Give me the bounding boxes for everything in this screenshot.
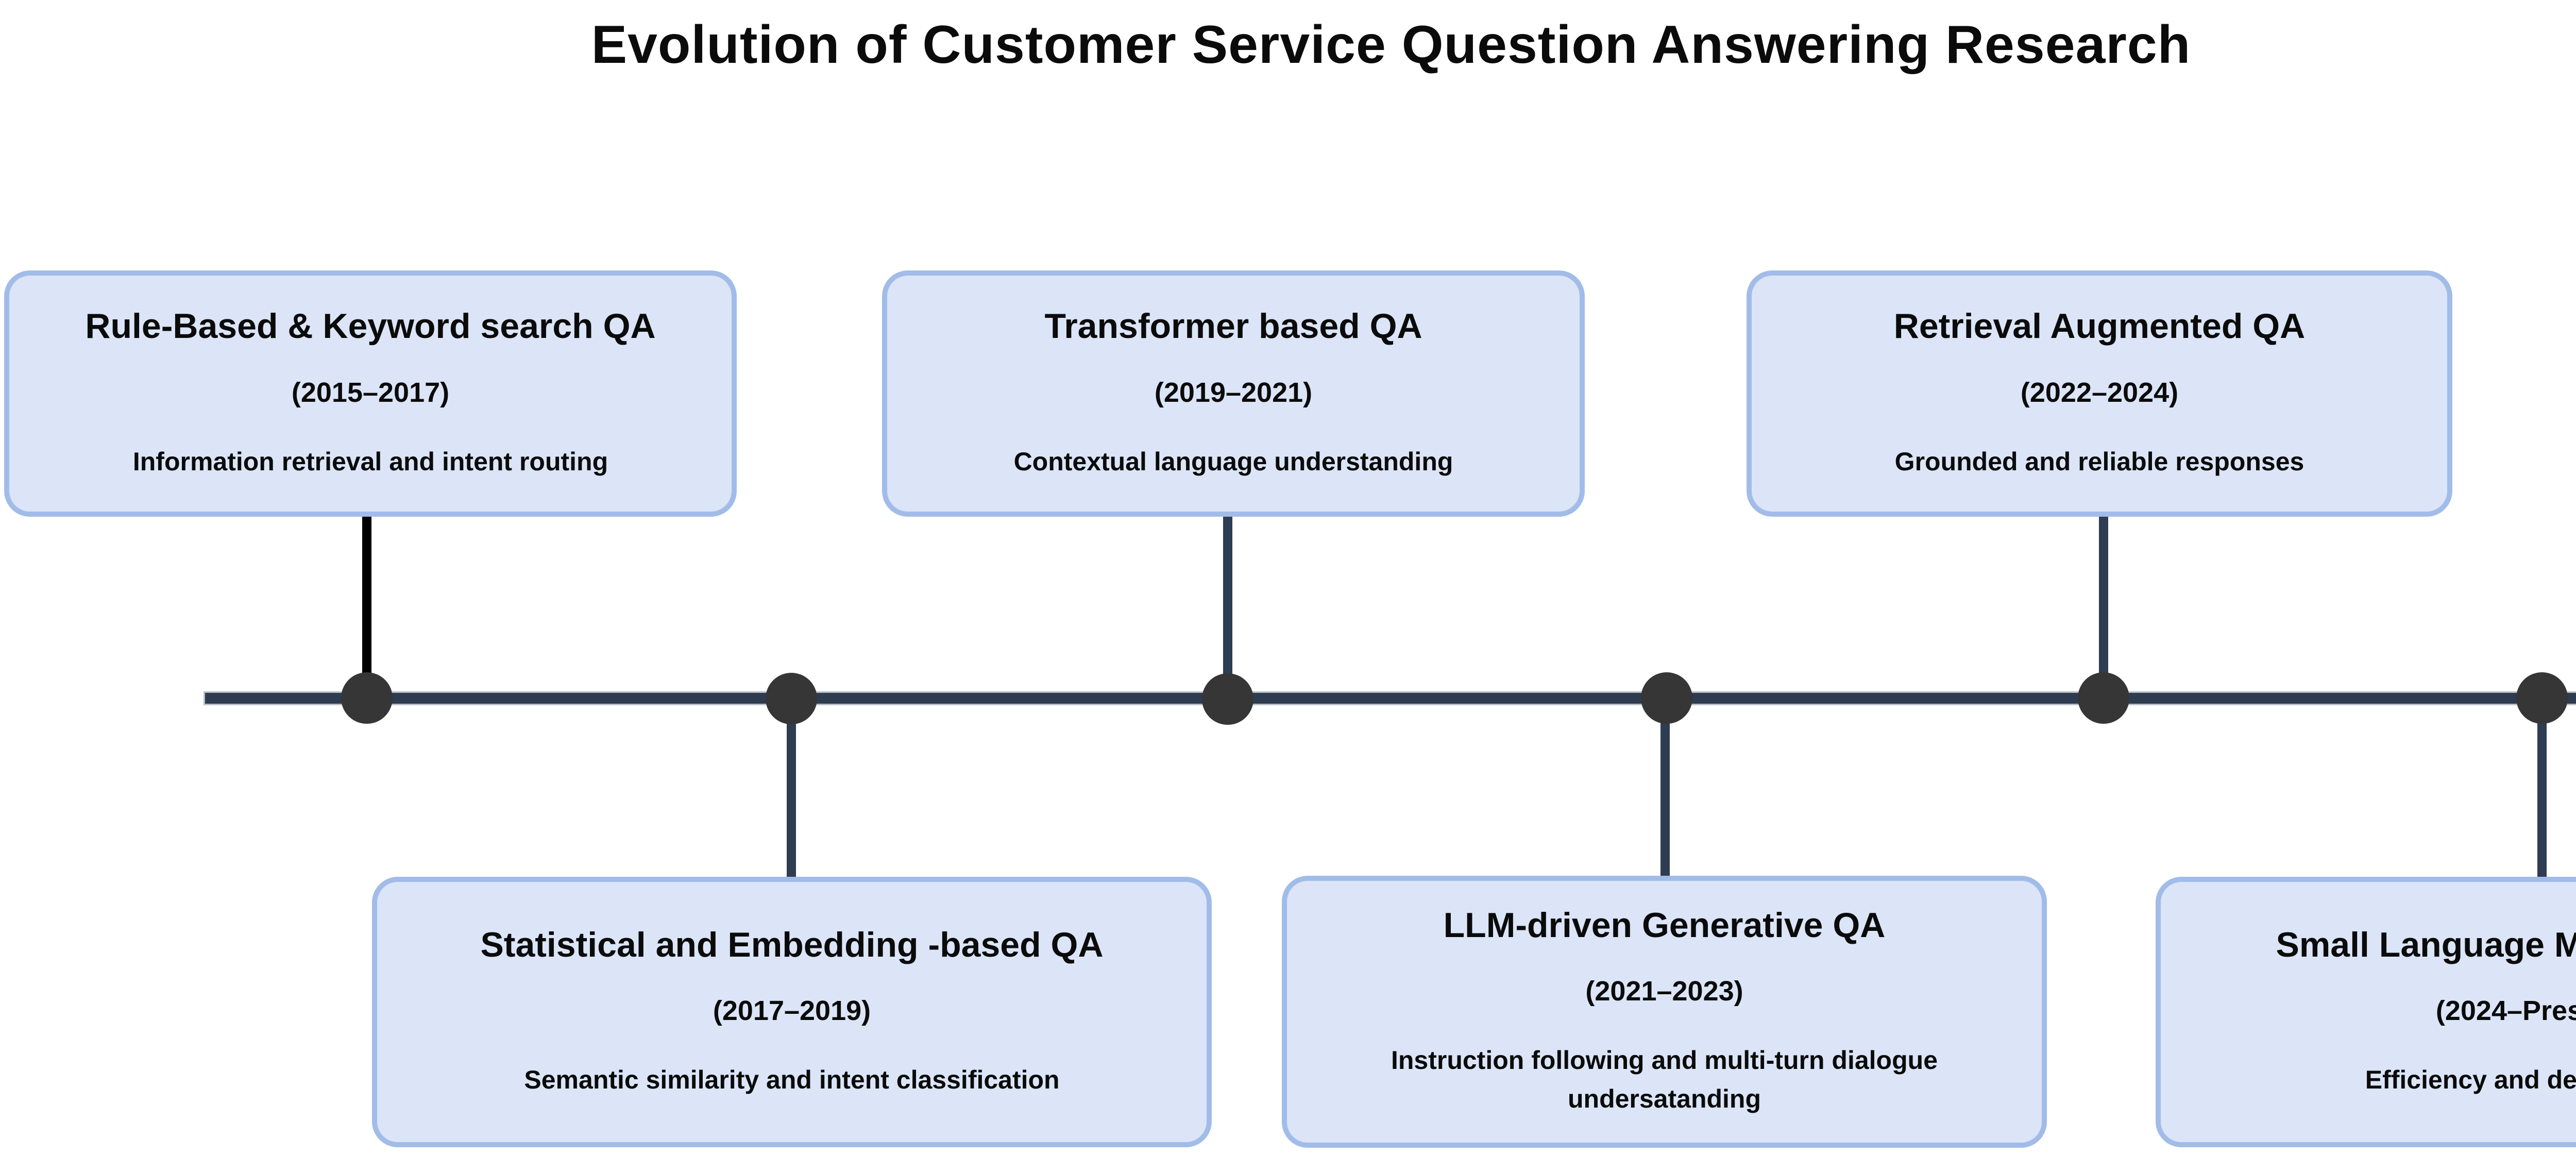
milestone-description: Semantic similarity and intent classific… bbox=[524, 1065, 1060, 1095]
milestone-description: Contextual language understanding bbox=[1013, 447, 1453, 476]
timeline-node-dot-1 bbox=[341, 672, 393, 724]
milestone-years: (2022–2024) bbox=[2020, 377, 2179, 408]
timeline-node-dot-3 bbox=[1202, 673, 1253, 725]
milestone-years: (2019–2021) bbox=[1154, 377, 1313, 408]
milestone-description: Efficiency and deployability bbox=[2365, 1065, 2576, 1095]
milestone-heading: Transformer based QA bbox=[1044, 307, 1422, 346]
milestone-years: (2017–2019) bbox=[713, 995, 871, 1027]
milestone-box-retrieval-augmented: Retrieval Augmented QA (2022–2024) Groun… bbox=[1747, 270, 2452, 517]
timeline-node-dot-5 bbox=[2078, 672, 2129, 724]
connector-transformer bbox=[1223, 517, 1232, 699]
milestone-years: (2024–Present) bbox=[2435, 995, 2576, 1027]
milestone-years: (2015–2017) bbox=[291, 377, 450, 408]
milestone-heading: Statistical and Embedding -based QA bbox=[480, 925, 1104, 964]
milestone-description: Instruction following and multi-turn dia… bbox=[1391, 1046, 1938, 1114]
milestone-years: (2021–2023) bbox=[1585, 976, 1743, 1007]
milestone-description: Information retrieval and intent routing bbox=[132, 447, 608, 476]
milestone-heading: LLM-driven Generative QA bbox=[1443, 905, 1886, 945]
connector-llm-generative bbox=[1660, 698, 1670, 878]
connector-rule-based bbox=[362, 515, 371, 699]
milestone-box-small-language-models: Small Language Models for QA (2024–Prese… bbox=[2156, 877, 2576, 1147]
connector-retrieval-augmented bbox=[2099, 517, 2108, 699]
milestone-box-statistical-embedding: Statistical and Embedding -based QA (201… bbox=[372, 877, 1212, 1147]
connector-statistical-embedding bbox=[787, 698, 796, 878]
milestone-heading: Rule-Based & Keyword search QA bbox=[85, 307, 656, 346]
timeline-node-dot-6 bbox=[2516, 672, 2568, 724]
timeline-node-dot-2 bbox=[766, 673, 817, 724]
timeline-node-dot-4 bbox=[1641, 672, 1692, 724]
connector-small-language-models bbox=[2537, 698, 2547, 878]
milestone-description: Grounded and reliable responses bbox=[1894, 447, 2304, 476]
milestone-box-rule-based: Rule-Based & Keyword search QA (2015–201… bbox=[4, 270, 737, 517]
page-title: Evolution of Customer Service Question A… bbox=[591, 15, 2191, 75]
timeline-bar bbox=[205, 693, 2576, 704]
milestone-heading: Small Language Models for QA bbox=[2276, 925, 2576, 964]
milestone-box-transformer: Transformer based QA (2019–2021) Context… bbox=[882, 270, 1585, 517]
milestone-box-llm-generative: LLM-driven Generative QA (2021–2023) Ins… bbox=[1282, 876, 2047, 1148]
milestone-heading: Retrieval Augmented QA bbox=[1893, 307, 2306, 346]
